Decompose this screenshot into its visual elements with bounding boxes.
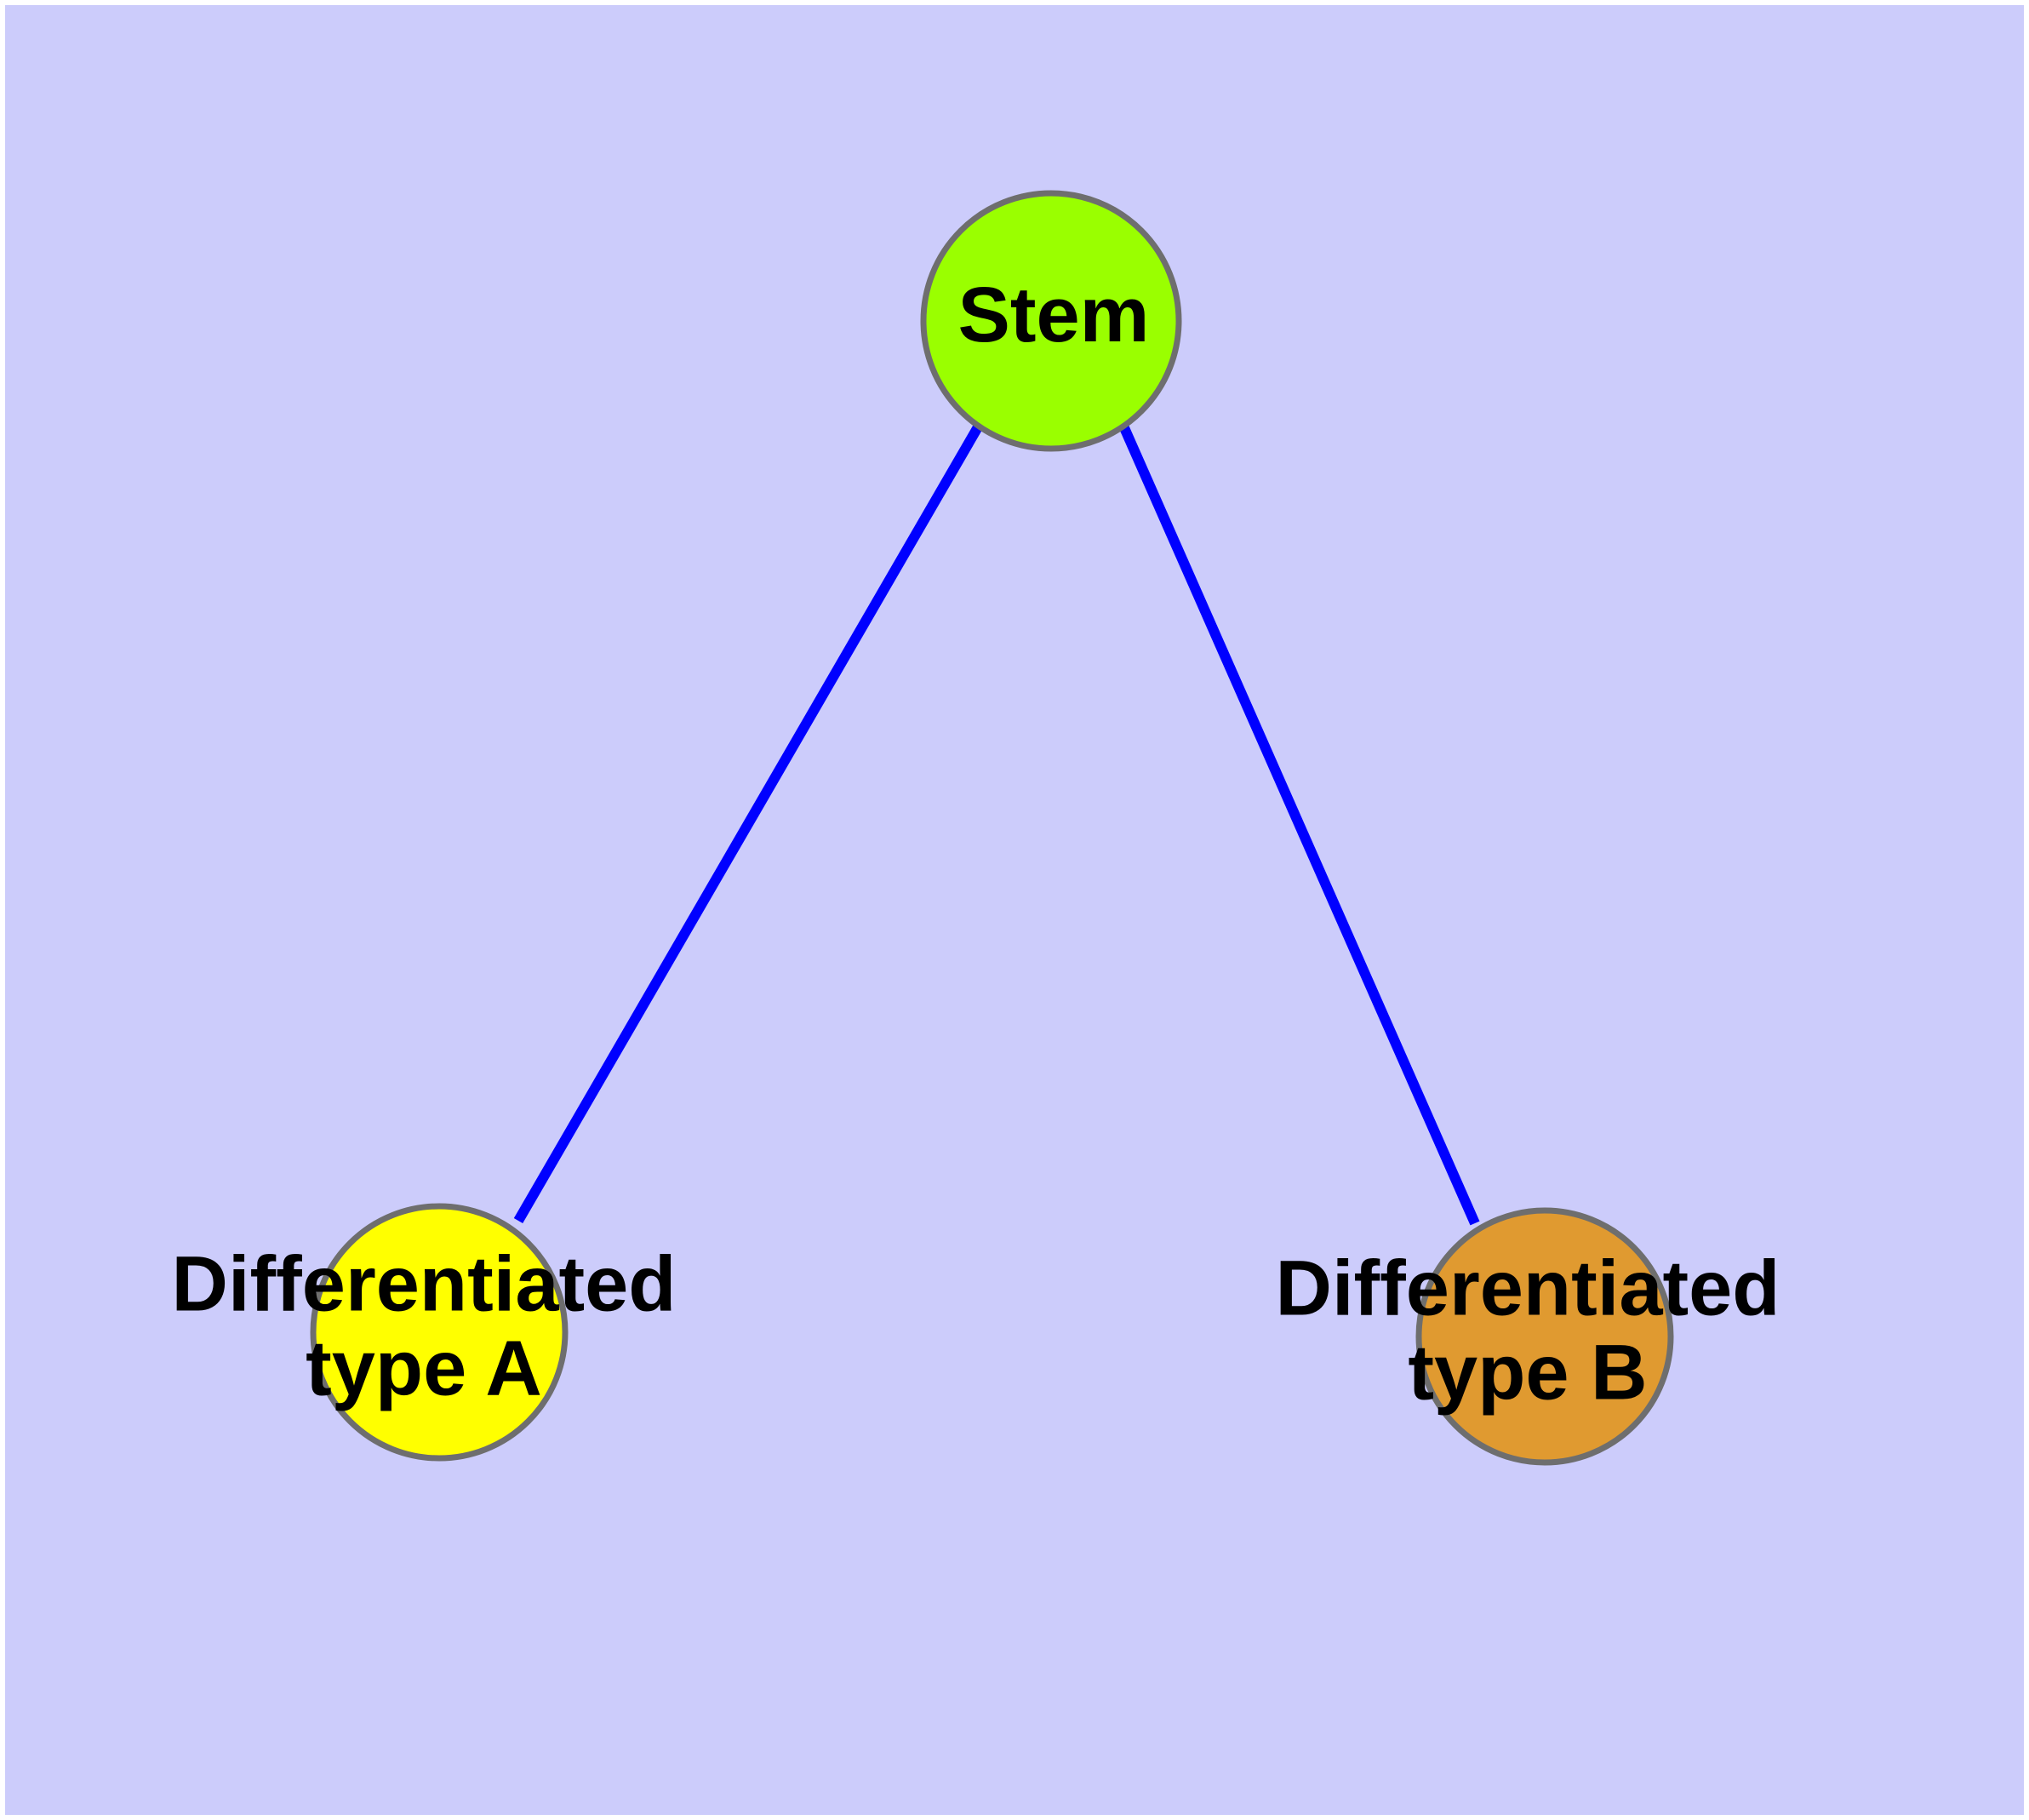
edge-stem-to-differentiated-type-a[interactable] xyxy=(513,422,984,1224)
label-line: type A xyxy=(306,1325,542,1412)
edge-stem-to-differentiated-type-b[interactable] xyxy=(1117,421,1480,1226)
node-stem[interactable] xyxy=(920,190,1182,452)
edge-layer xyxy=(513,421,1480,1226)
label-line: Differentiated xyxy=(172,1241,677,1328)
label-line: type B xyxy=(1408,1330,1647,1417)
label-line: Stem xyxy=(958,272,1150,358)
label-line: Differentiated xyxy=(1276,1245,1780,1332)
node-differentiated-type-a[interactable] xyxy=(310,1203,569,1462)
node-layer xyxy=(310,190,1674,1466)
node-label-stem: Stem xyxy=(958,272,1150,358)
node-differentiated-type-b[interactable] xyxy=(1415,1207,1674,1466)
